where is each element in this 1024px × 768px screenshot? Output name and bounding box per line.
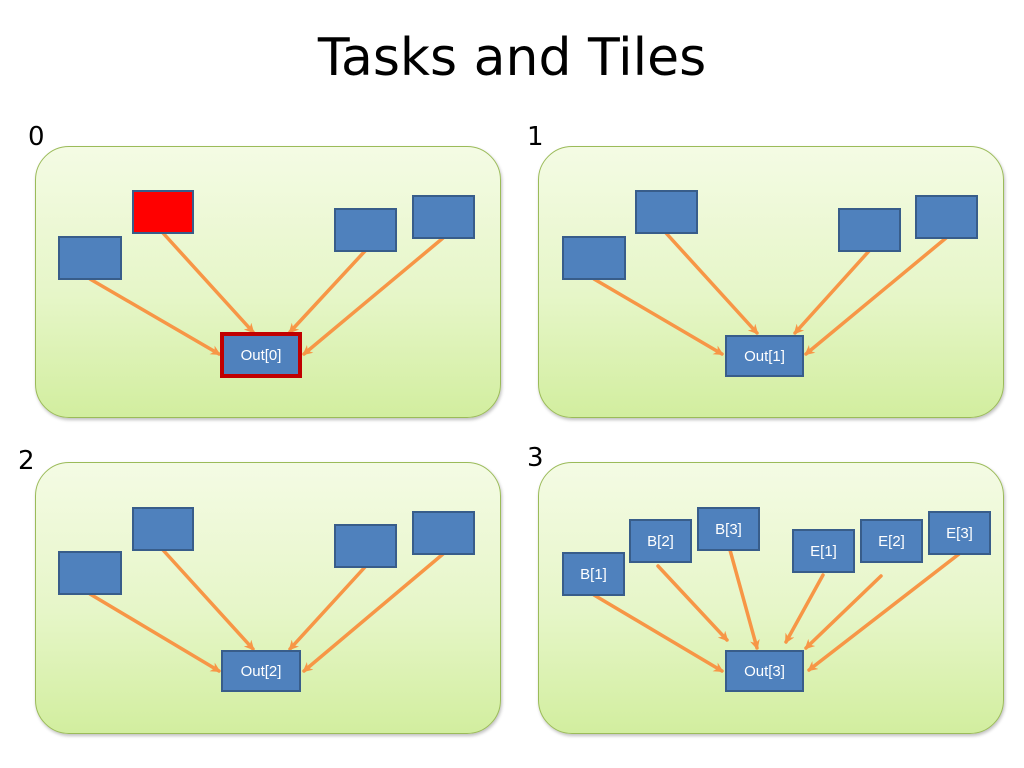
panel-1-output-tile: Out[1] (725, 335, 804, 377)
panel-number-0: 0 (28, 122, 45, 152)
panel-3-input-tile-0: B[1] (562, 552, 625, 596)
panel-2-input-tile-2 (334, 524, 397, 568)
panel-3-input-tile-3: E[1] (792, 529, 855, 573)
panel-3-input-tile-5-label: E[3] (946, 525, 973, 542)
panel-0-arrow-0 (88, 277, 221, 356)
panel-3-output-tile: Out[3] (725, 650, 804, 692)
panel-1-output-tile-rect (725, 335, 804, 377)
panel-2-output-tile: Out[2] (221, 650, 301, 692)
panel-0-input-tile-1 (132, 190, 194, 234)
panel-3-input-tile-5-rect (928, 511, 991, 555)
panel-3-input-tile-5: E[3] (928, 511, 991, 555)
panel-0-arrow-1 (161, 231, 255, 334)
panel-1-input-tile-0 (562, 236, 626, 280)
panel-2-arrow-2 (288, 565, 367, 651)
panel-1-input-tile-2-rect (838, 208, 901, 252)
panel-1-arrow-0 (592, 277, 724, 356)
panel-2-input-tile-1 (132, 507, 194, 551)
panel-1-output-tile-label: Out[1] (744, 348, 785, 365)
panel-0-arrow-2 (288, 249, 367, 334)
panel-3-input-tile-1-rect (629, 519, 692, 563)
panel-3-output-tile-rect (725, 650, 804, 692)
panel-0-input-tile-2-rect (334, 208, 397, 252)
panel-0-input-tile-3 (412, 195, 475, 239)
panel-3-input-tile-3-label: E[1] (810, 543, 837, 560)
panel-0-input-tile-2 (334, 208, 397, 252)
panel-3-input-tile-3-rect (792, 529, 855, 573)
panel-0-arrow-3 (302, 236, 445, 356)
panel-2-arrow-1 (161, 548, 255, 651)
panel-3-arrow-0 (592, 593, 724, 673)
panel-3-input-tile-4: E[2] (860, 519, 923, 563)
panel-3-input-tile-0-label: B[1] (580, 566, 607, 583)
panel-3-input-tile-2-label: B[3] (715, 521, 742, 538)
panel-number-2: 2 (18, 446, 35, 476)
panel-2-input-tile-1-rect (132, 507, 194, 551)
panel-3-arrow-1 (656, 564, 729, 642)
panel-3-output-tile-label: Out[3] (744, 663, 785, 680)
panel-2-output-tile-rect (221, 650, 301, 692)
panel-1-input-tile-3 (915, 195, 978, 239)
panel-number-1: 1 (527, 122, 544, 152)
panel-1-arrow-2 (793, 249, 871, 335)
panel-3-arrow-2 (728, 548, 760, 650)
panel-3-arrow-3 (784, 573, 825, 644)
panel-3-input-tile-1: B[2] (629, 519, 692, 563)
panel-1-arrow-1 (664, 231, 759, 335)
panel-2-input-tile-3 (412, 511, 475, 555)
panel-0-output-tile-label: Out[0] (241, 347, 282, 364)
panel-0-input-tile-1-rect (132, 190, 194, 234)
panel-0-input-tile-0 (58, 236, 122, 280)
panel-1-input-tile-3-rect (915, 195, 978, 239)
panel-3-input-tile-2-rect (697, 507, 760, 551)
panel-3-arrow-5 (807, 552, 961, 672)
panel-0-input-tile-3-rect (412, 195, 475, 239)
panel-1-input-tile-1-rect (635, 190, 698, 234)
panel-2-input-tile-2-rect (334, 524, 397, 568)
panel-2-input-tile-3-rect (412, 511, 475, 555)
panel-3-input-tile-1-label: B[2] (647, 533, 674, 550)
panel-number-3: 3 (527, 443, 544, 473)
panel-2-input-tile-0 (58, 551, 122, 595)
panel-3-input-tile-4-label: E[2] (878, 533, 905, 550)
slide-title: Tasks and Tiles (317, 28, 707, 88)
panel-2-input-tile-0-rect (58, 551, 122, 595)
panel-3-arrow-4 (804, 574, 883, 650)
panel-1-input-tile-2 (838, 208, 901, 252)
panel-2-output-tile-label: Out[2] (241, 663, 282, 680)
panel-3-input-tile-2: B[3] (697, 507, 760, 551)
panel-3-input-tile-0-rect (562, 552, 625, 596)
panel-1-input-tile-0-rect (562, 236, 626, 280)
panel-0-input-tile-0-rect (58, 236, 122, 280)
panel-1-input-tile-1 (635, 190, 698, 234)
panel-0-output-tile: Out[0] (220, 332, 302, 378)
panel-2-arrow-0 (88, 592, 221, 673)
panel-1-arrow-3 (804, 236, 948, 356)
panel-2-arrow-3 (302, 552, 445, 673)
panel-0-output-tile-rect (220, 332, 302, 378)
panel-3-input-tile-4-rect (860, 519, 923, 563)
